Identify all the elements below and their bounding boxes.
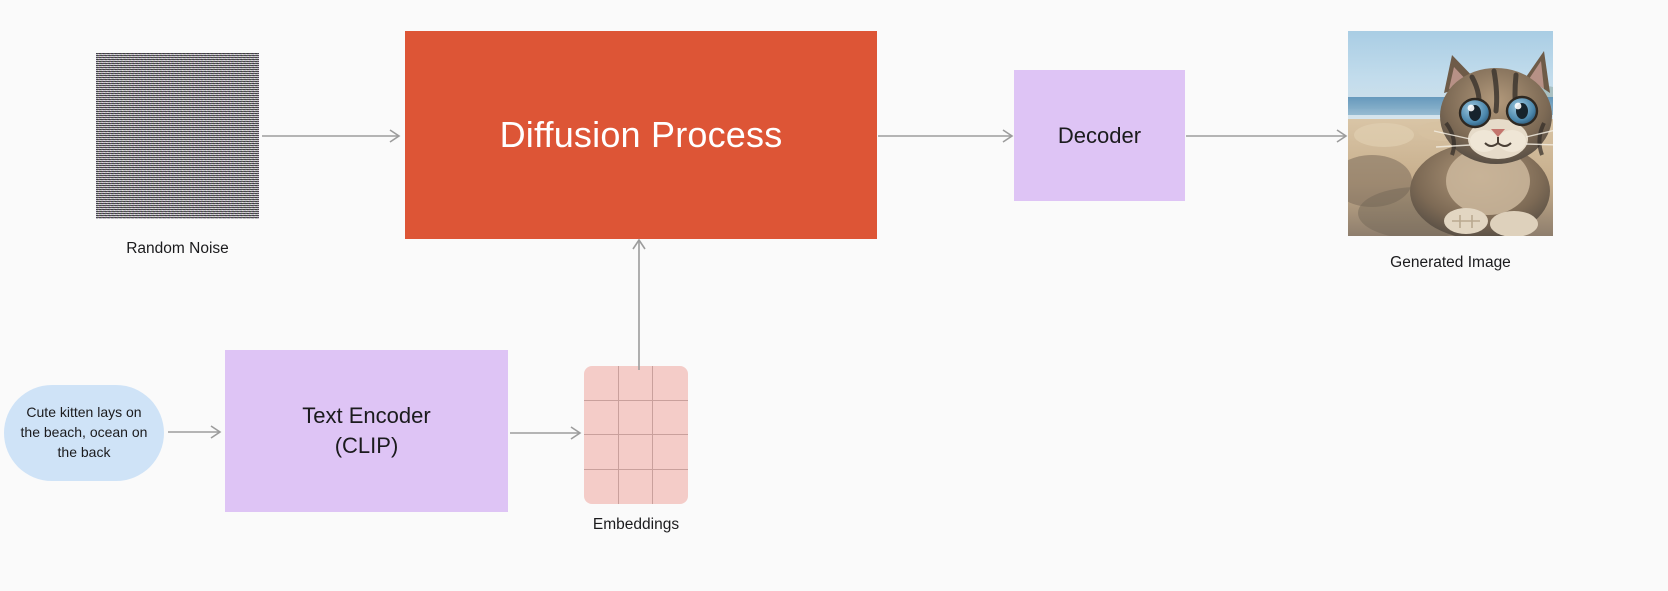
kitten-beach-illustration	[1348, 31, 1553, 236]
embeddings-cell	[618, 435, 654, 470]
decoder-label: Decoder	[1057, 122, 1142, 148]
random-noise-caption: Random Noise	[126, 240, 229, 257]
prompt-bubble[interactable]: Cute kitten lays on the beach, ocean on …	[4, 385, 164, 481]
generated-image	[1348, 31, 1553, 236]
arrow-prompt-to-text-encoder	[168, 425, 222, 439]
arrow-decoder-to-generated-image	[1186, 129, 1348, 143]
diffusion-process-label: Diffusion Process	[499, 114, 783, 155]
diffusion-process-box[interactable]: Diffusion Process	[405, 31, 877, 239]
arrow-text-encoder-to-embeddings	[510, 426, 582, 440]
arrow-noise-to-diffusion	[262, 129, 401, 143]
embeddings-cell	[653, 401, 688, 435]
embeddings-cell	[619, 469, 654, 504]
embeddings-cell	[653, 366, 688, 401]
embeddings-caption: Embeddings	[592, 516, 680, 533]
random-noise-image	[96, 53, 259, 219]
embeddings-cell	[584, 400, 619, 435]
generated-image-caption: Generated Image	[1390, 254, 1511, 271]
embeddings-cell	[653, 470, 688, 505]
embeddings-cell	[584, 435, 619, 470]
embeddings-grid	[584, 366, 688, 504]
embeddings-cell	[618, 400, 654, 435]
text-encoder-box[interactable]: Text Encoder (CLIP)	[225, 350, 508, 512]
embeddings-cell	[584, 469, 619, 504]
arrow-embeddings-to-diffusion	[632, 238, 646, 370]
decoder-box[interactable]: Decoder	[1014, 70, 1185, 201]
prompt-bubble-text: Cute kitten lays on the beach, ocean on …	[20, 404, 148, 460]
embeddings-cell	[584, 366, 619, 401]
embeddings-cell	[653, 435, 688, 470]
text-encoder-label: Text Encoder (CLIP)	[302, 403, 431, 458]
arrow-diffusion-to-decoder	[878, 129, 1014, 143]
embeddings-cell	[618, 366, 654, 401]
